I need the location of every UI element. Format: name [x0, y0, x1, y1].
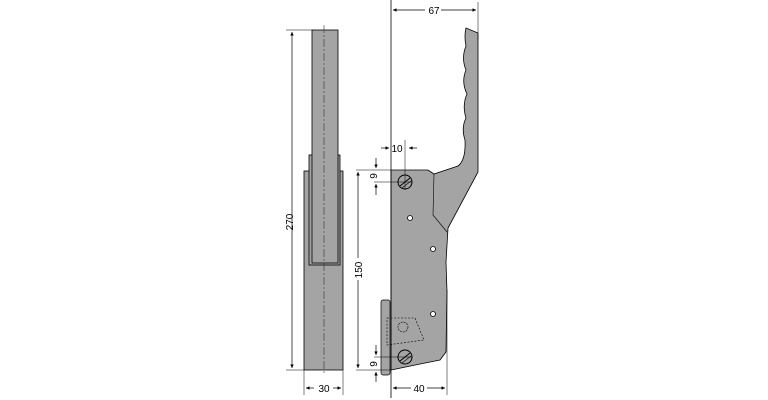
- dim-9-top: 9: [369, 173, 380, 179]
- side-view: 67 10 9 9 150 40: [352, 0, 479, 398]
- dim-9-bottom: 9: [369, 361, 380, 367]
- rivet: [397, 321, 409, 333]
- dim-30: 30: [318, 384, 330, 395]
- dim-150: 150: [354, 261, 365, 278]
- hole: [407, 215, 413, 221]
- dim-270: 270: [285, 213, 296, 230]
- upper-bar: [311, 29, 339, 264]
- front-view: 270 30: [285, 25, 344, 395]
- dim-40: 40: [413, 384, 425, 395]
- hole: [430, 246, 436, 252]
- handle-body: [390, 27, 479, 371]
- hole: [430, 311, 436, 317]
- dim-10: 10: [391, 144, 403, 155]
- mounting-bracket: [380, 299, 391, 376]
- dim-67: 67: [428, 6, 440, 17]
